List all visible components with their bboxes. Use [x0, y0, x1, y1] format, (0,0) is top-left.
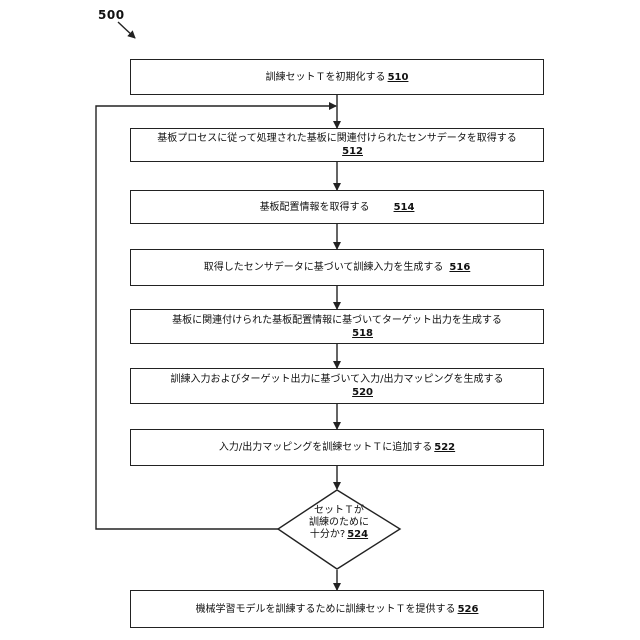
step-514-text: 基板配置情報を取得する	[260, 202, 370, 213]
step-522-row: 入力/出力マッピングを訓練セットＴに追加する522	[219, 441, 455, 454]
decision-line-3: 十分か?	[310, 529, 345, 540]
decision-line-3-row: 十分か?524	[278, 529, 400, 541]
step-518-box: 基板に関連付けられた基板配置情報に基づいてターゲット出力を生成する 518	[130, 309, 544, 344]
step-520-box: 訓練入力およびターゲット出力に基づいて入力/出力マッピングを生成する 520	[130, 368, 544, 404]
step-520-text: 訓練入力およびターゲット出力に基づいて入力/出力マッピングを生成する	[170, 373, 503, 386]
step-520-ref: 520	[352, 387, 373, 398]
step-522-ref: 522	[434, 442, 455, 453]
step-518-ref: 518	[352, 328, 373, 339]
figure-number: 500	[98, 8, 125, 22]
step-516-row: 取得したセンサデータに基づいて訓練入力を生成する 516	[204, 261, 471, 274]
step-512-box: 基板プロセスに従って処理された基板に関連付けられたセンサデータを取得する 512	[130, 128, 544, 162]
step-516-text: 取得したセンサデータに基づいて訓練入力を生成する	[204, 262, 444, 273]
step-516-box: 取得したセンサデータに基づいて訓練入力を生成する 516	[130, 249, 544, 286]
step-522-text: 入力/出力マッピングを訓練セットＴに追加する	[219, 442, 432, 453]
decision-line-2: 訓練のために	[278, 517, 400, 529]
step-512-ref-row: 512	[131, 145, 543, 158]
step-520-ref-row: 520	[131, 386, 543, 399]
step-514-row: 基板配置情報を取得する 514	[260, 201, 415, 214]
step-510-row: 訓練セットＴを初期化する510	[266, 71, 409, 84]
step-516-ref: 516	[449, 262, 470, 273]
loop-back-arrowhead	[326, 106, 337, 117]
step-510-box: 訓練セットＴを初期化する510	[130, 59, 544, 95]
step-514-ref: 514	[394, 202, 415, 213]
step-510-text: 訓練セットＴを初期化する	[266, 72, 386, 83]
step-522-box: 入力/出力マッピングを訓練セットＴに追加する522	[130, 429, 544, 466]
step-518-text: 基板に関連付けられた基板配置情報に基づいてターゲット出力を生成する	[172, 314, 502, 327]
figure-pointer-arrow	[118, 22, 135, 38]
decision-line-1: セットＴが	[278, 505, 400, 517]
step-526-row: 機械学習モデルを訓練するために訓練セットＴを提供する526	[196, 603, 479, 616]
decision-label: セットＴが 訓練のために 十分か?524	[278, 505, 400, 541]
step-526-text: 機械学習モデルを訓練するために訓練セットＴを提供する	[196, 604, 456, 615]
step-512-ref: 512	[342, 146, 363, 157]
step-514-box: 基板配置情報を取得する 514	[130, 190, 544, 224]
decision-ref: 524	[347, 529, 368, 540]
step-510-ref: 510	[388, 72, 409, 83]
step-512-text: 基板プロセスに従って処理された基板に関連付けられたセンサデータを取得する	[157, 132, 517, 145]
step-526-box: 機械学習モデルを訓練するために訓練セットＴを提供する526	[130, 590, 544, 628]
step-518-ref-row: 518	[131, 327, 543, 340]
step-526-ref: 526	[458, 604, 479, 615]
